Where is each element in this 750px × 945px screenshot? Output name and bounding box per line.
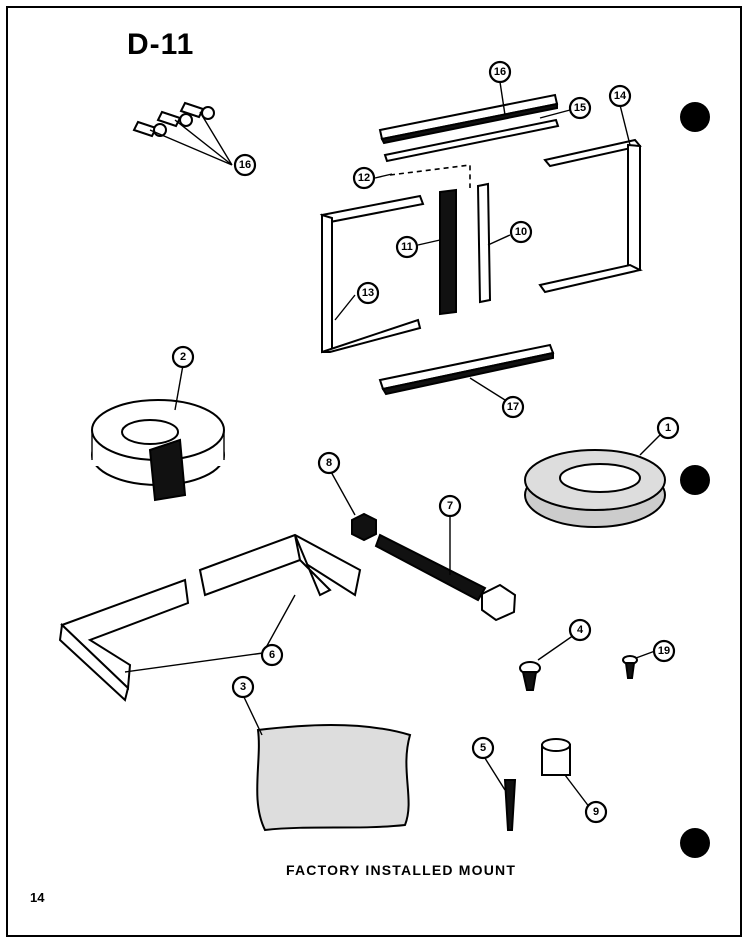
callout-9: 9 [584, 800, 608, 824]
callout-4: 4 [568, 618, 592, 642]
svg-text:17: 17 [507, 401, 519, 413]
part-nut-8 [351, 512, 377, 542]
callout-16-top: 16 [488, 60, 512, 84]
part-brackets-6 [58, 533, 362, 702]
part-strip-15 [383, 118, 560, 163]
part-seal-11 [439, 188, 457, 316]
part-spacer-9 [541, 738, 571, 776]
binder-hole-top [680, 102, 710, 132]
svg-text:16: 16 [239, 159, 251, 171]
svg-text:11: 11 [401, 241, 413, 253]
callout-2: 2 [171, 345, 195, 369]
svg-text:10: 10 [515, 226, 527, 238]
svg-text:12: 12 [358, 172, 370, 184]
svg-text:1: 1 [665, 422, 671, 434]
part-gasket-roll-2 [91, 399, 225, 502]
part-screw-4 [519, 661, 541, 691]
svg-text:8: 8 [326, 457, 332, 469]
callout-11: 11 [395, 235, 419, 259]
callout-13: 13 [356, 281, 380, 305]
svg-text:3: 3 [240, 681, 246, 693]
callout-17: 17 [501, 395, 525, 419]
svg-text:6: 6 [269, 649, 275, 661]
part-screws-18 [132, 101, 215, 138]
callout-15: 15 [568, 96, 592, 120]
part-bolt-7 [374, 533, 517, 622]
svg-text:4: 4 [577, 624, 584, 636]
page-number: 14 [30, 890, 45, 905]
svg-text:7: 7 [447, 500, 453, 512]
svg-text:16: 16 [494, 66, 506, 78]
part-channel-17 [378, 343, 555, 396]
dashed-guide [389, 164, 471, 188]
binder-hole-bottom [680, 828, 710, 858]
svg-text:14: 14 [614, 90, 627, 102]
svg-text:15: 15 [574, 102, 586, 114]
part-frame-14 [538, 138, 643, 294]
callout-12: 12 [352, 166, 376, 190]
binder-hole-middle [680, 465, 710, 495]
diagram-caption: FACTORY INSTALLED MOUNT [286, 862, 517, 878]
callout-1: 1 [656, 416, 680, 440]
part-channel-16 [378, 93, 559, 145]
part-foam-roll-1 [524, 449, 666, 528]
callout-3: 3 [231, 675, 255, 699]
callout-19: 19 [652, 639, 676, 663]
part-screw-5 [503, 779, 517, 831]
callout-7: 7 [438, 494, 462, 518]
part-frame-13 [319, 194, 425, 354]
callout-5: 5 [471, 736, 495, 760]
page-border [6, 6, 742, 937]
part-channel-10 [476, 182, 492, 304]
callout-8: 8 [317, 451, 341, 475]
callout-16-left: 16 [233, 153, 257, 177]
callout-10: 10 [509, 220, 533, 244]
svg-text:19: 19 [658, 645, 670, 657]
callout-14: 14 [608, 84, 632, 108]
part-screw-19 [622, 655, 638, 679]
diagram-title: D-11 [127, 28, 195, 61]
callout-6: 6 [260, 643, 284, 667]
svg-text:9: 9 [593, 806, 599, 818]
part-bag-3 [256, 724, 412, 832]
leader-lines [124, 81, 661, 809]
svg-text:5: 5 [480, 742, 486, 754]
svg-text:13: 13 [362, 287, 374, 299]
svg-text:2: 2 [180, 351, 186, 363]
